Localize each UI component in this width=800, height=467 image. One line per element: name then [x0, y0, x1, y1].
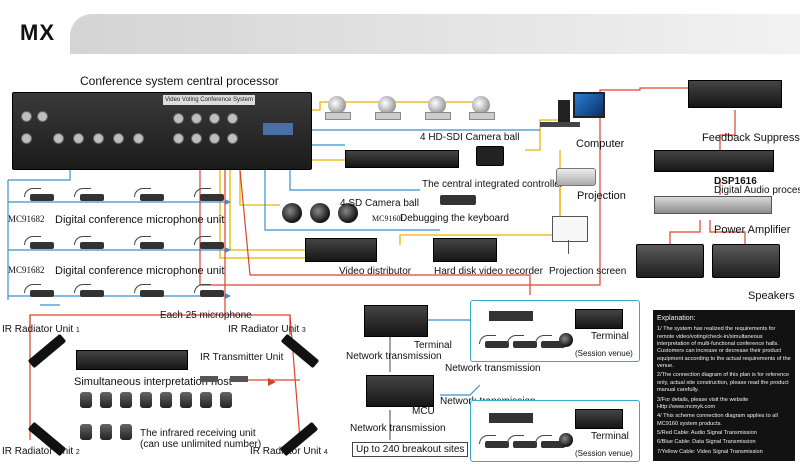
explanation-item: 5/Red Cable: Audio Signal Transmission [657, 430, 757, 437]
interpretation-host-label: Simultaneous interpretation host [74, 376, 232, 388]
touch-panel-icon [476, 146, 504, 166]
dsp-processor [654, 150, 774, 172]
interpretation-host [76, 350, 188, 370]
camera-icon [328, 96, 346, 114]
mic-row-1-model: MC91682 [8, 214, 45, 224]
processor-title: Conference system central processor [80, 74, 279, 88]
dsp-sub-label: Digital Audio processor [714, 185, 800, 196]
venue-terminal [575, 309, 623, 329]
venue-terminal [575, 409, 623, 429]
speaker-left [636, 244, 704, 278]
network-terminal-main [364, 305, 428, 337]
ir-radiator-2-label: IR Radiator Unit 2 [2, 446, 80, 457]
header-band [70, 14, 800, 54]
video-distributor [305, 238, 377, 262]
hd-camera-label: 4 HD-SDI Camera ball [420, 132, 520, 143]
ir-receiver-sub: (can use unlimited number) [140, 439, 262, 450]
session-venue-label: (Session venue) [575, 449, 633, 458]
sd-camera-icon [282, 203, 302, 223]
feedback-label: Feedback Suppressor [702, 132, 800, 144]
amp-label: Power Amplifier [714, 224, 791, 236]
venue-terminal-label: Terminal [591, 431, 629, 442]
sd-camera-icon [310, 203, 330, 223]
switch-icon [489, 413, 533, 423]
dsp-label: DSP1616 [714, 176, 757, 187]
processor-plate: Video Voting Conference System [163, 95, 255, 105]
ir-radiator-1-label: IR Radiator Unit 1 [2, 324, 80, 335]
explanation-item: 6/Blue Cable: Data Signal Transmission [657, 439, 756, 446]
each-mic-label: Each 25 microphone [160, 310, 252, 321]
transmitter-icon [200, 376, 218, 382]
explanation-item: 7/Yellow Cable: Video Signal Transmissio… [657, 448, 763, 455]
sd-camera-label: 4 SD Camera ball [340, 198, 419, 209]
explanation-item: 2/The connection diagram of this plan is… [657, 372, 790, 394]
central-processor: Video Voting Conference System [12, 92, 312, 170]
ir-radiator-3-label: IR Radiator Unit 3 [228, 324, 306, 335]
camera-icon [472, 96, 490, 114]
monitor-icon [573, 92, 605, 118]
camera-icon [378, 96, 396, 114]
controller-label: The central integrated controller [422, 179, 564, 190]
switch-icon [489, 311, 533, 321]
network-transmission-label-2: Network transmission [445, 363, 541, 374]
projection-screen-label: Projection screen [549, 266, 627, 277]
video-recorder [433, 238, 497, 262]
power-amplifier [654, 196, 772, 214]
explanation-item: 3/For details, please visit the website … [657, 396, 749, 410]
camera-icon [559, 433, 573, 447]
network-transmission-label-4: Network transmission [350, 423, 446, 434]
computer-label: Computer [576, 138, 625, 150]
feedback-suppressor [688, 80, 782, 108]
mcu-unit [366, 375, 434, 407]
camera-icon [428, 96, 446, 114]
explanation-item: 4/ This scheme connection diagram applie… [657, 413, 778, 427]
speakers-label: Speakers [748, 290, 795, 302]
keyboard-model: MC9160I [372, 214, 404, 223]
recorder-label: Hard disk video recorder [434, 266, 543, 277]
ir-receiver-label: The infrared receiving unit [140, 428, 256, 439]
camera-icon [559, 333, 573, 347]
brand-logo: MX [20, 20, 55, 45]
mic-row-2-model: MC91682 [8, 265, 45, 275]
network-transmission-label: Network transmission [346, 351, 442, 362]
projector-icon [556, 168, 596, 186]
speaker-right [712, 244, 780, 278]
vga-port [263, 123, 293, 135]
keyboard-label: Debugging the keyboard [400, 213, 509, 224]
session-venue-1: Terminal (Session venue) [470, 300, 640, 362]
sd-camera-icon [338, 203, 358, 223]
explanation-item: 1/ The system has realized the requireme… [657, 326, 791, 370]
mcu-label: MCU [412, 406, 435, 417]
session-venue-label: (Session venue) [575, 349, 633, 358]
transmitter-icon [230, 376, 248, 382]
ir-transmitter-label: IR Transmitter Unit [200, 352, 284, 363]
keyboard-peripheral-icon [540, 122, 580, 127]
integrated-controller [345, 150, 459, 168]
projection-label: Projection [577, 190, 626, 202]
pc-tower-icon [558, 100, 570, 126]
video-distributor-label: Video distributor [339, 266, 412, 277]
session-venue-2: Terminal (Session venue) [470, 400, 640, 462]
venue-terminal-label: Terminal [591, 331, 629, 342]
mic-row-2-label: Digital conference microphone unit [55, 265, 225, 277]
ir-radiator-4-label: IR Radiator Unit 4 [250, 446, 328, 457]
explanation-heading: Explanation: [657, 315, 696, 322]
breakout-badge: Up to 240 breakout sites [352, 442, 469, 457]
projection-screen-icon [552, 216, 588, 242]
keyboard-icon [440, 195, 476, 205]
terminal-label: Terminal [414, 340, 452, 351]
explanation-panel: Explanation: 1/ The system has realized … [653, 310, 795, 461]
mic-row-1-label: Digital conference microphone unit [55, 214, 225, 226]
